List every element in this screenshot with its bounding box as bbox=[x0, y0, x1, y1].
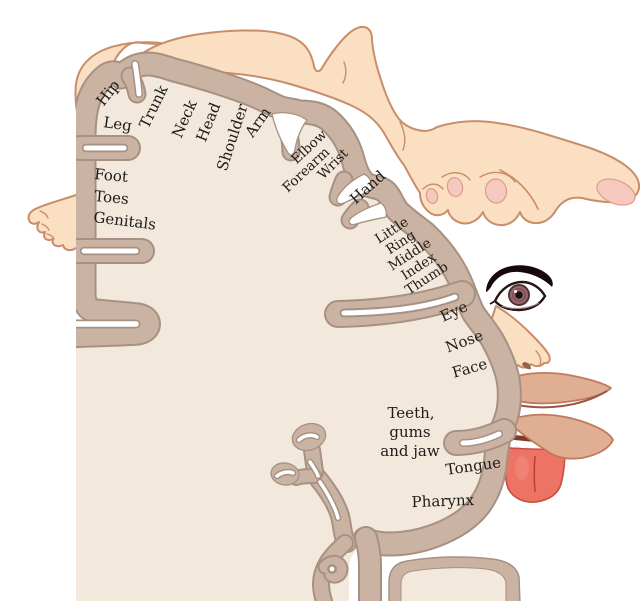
cortex-section: HipLegFootToesGenitalsTrunkNeckHeadShoul… bbox=[76, 51, 522, 601]
nostril-icon bbox=[522, 362, 531, 370]
internal-gyrus-serpentine bbox=[270, 422, 357, 601]
elbow-crease-line bbox=[342, 61, 347, 84]
eye-pupil bbox=[515, 291, 523, 299]
eye-iris-ring bbox=[512, 288, 526, 302]
label-toes: Toes bbox=[94, 187, 130, 208]
little-finger-contour bbox=[422, 183, 444, 190]
serpentine-slits bbox=[273, 432, 342, 574]
eye-glint bbox=[514, 290, 517, 293]
label-teeth-line3: and jaw bbox=[380, 442, 440, 460]
toe-crease-lines bbox=[39, 210, 55, 240]
label-teeth-line1: Teeth, bbox=[387, 404, 434, 422]
wrist-crease-line bbox=[399, 121, 406, 151]
index-finger-contour bbox=[499, 169, 539, 210]
ring-finger-contour bbox=[441, 172, 471, 181]
label-pharynx: Pharynx bbox=[411, 491, 475, 511]
eye-corner-lash bbox=[489, 300, 496, 305]
sulcus-wedge-hand-fingers bbox=[348, 202, 387, 226]
ring-fingernail bbox=[446, 176, 464, 198]
sulcus-wedge-arm-elbow bbox=[271, 112, 308, 156]
label-foot: Foot bbox=[94, 165, 129, 186]
eye-lower-lid-line bbox=[501, 302, 540, 309]
thumb-contour bbox=[479, 171, 516, 183]
descending-gyrus-band-core bbox=[356, 528, 380, 601]
index-fingernail bbox=[596, 178, 636, 206]
bottom-gyrus-inner bbox=[400, 567, 507, 601]
mouth-seam-line bbox=[511, 390, 608, 409]
tongue-crease-line bbox=[533, 455, 536, 493]
little-fingernail bbox=[425, 188, 439, 204]
nostril-wing-line bbox=[535, 350, 542, 367]
sulcus-wedge-wrist-hand bbox=[336, 173, 373, 205]
tongue-highlight bbox=[515, 456, 529, 480]
cortex-interior bbox=[76, 64, 510, 601]
label-leg: Leg bbox=[102, 113, 133, 135]
eyebrow-icon bbox=[486, 265, 553, 292]
label-teeth-line2: gums bbox=[389, 423, 430, 441]
middle-fingernail bbox=[484, 178, 508, 204]
sulcus-slits bbox=[76, 60, 503, 447]
